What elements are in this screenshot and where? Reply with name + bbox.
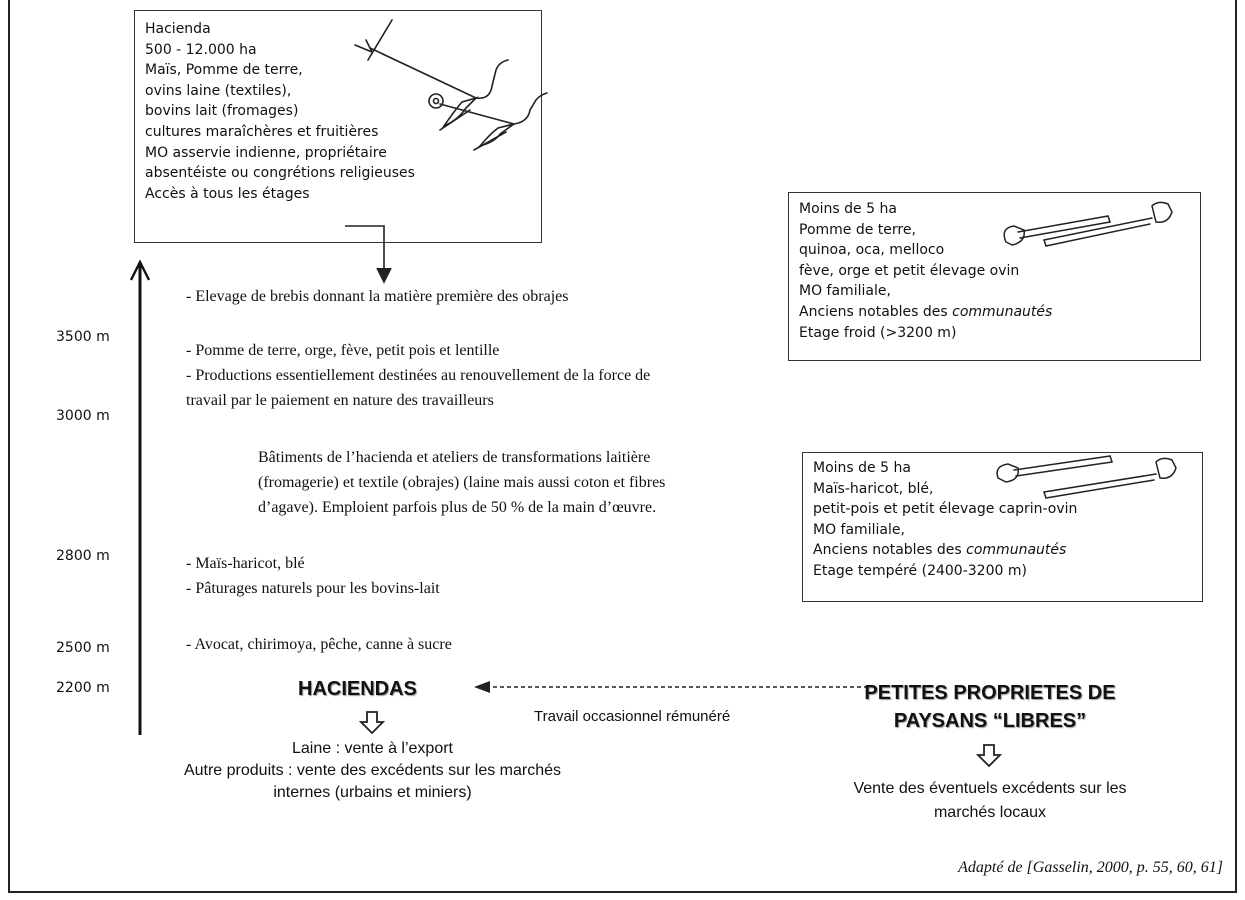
hacienda-line: Accès à tous les étages [145,185,310,202]
plough-icon [428,92,548,151]
labor-label: Travail occasionnel rémunéré [534,708,731,725]
cold-box-communautes: communautés [952,303,1053,320]
hoe-icon [1043,457,1177,499]
haciendas-down-arrow [358,711,386,735]
haciendas-title: HACIENDAS [298,678,417,700]
hoe-icon [996,455,1113,483]
temp-box-line: Moins de 5 ha [813,460,911,476]
hacienda-line: bovins lait (fromages) [145,103,299,120]
zone-text: d’agave). Emploient parfois plus de 50 %… [258,499,657,516]
cold-box-line: Anciens notables des communautés [799,302,1200,323]
plough-icon [354,19,509,131]
altitude-label: 2500 m [56,640,110,656]
paysans-down-arrow [975,744,1003,768]
haciendas-output: Laine : vente à l’export [292,740,453,757]
hoe-icon [1003,215,1111,246]
temp-box-line: MO familiale, [813,521,905,538]
zone-text: - Productions essentiellement destinées … [186,367,651,384]
cold-floor-box: Moins de 5 ha Pomme de terre, quinoa, oc… [788,192,1201,361]
cold-box-line: Moins de 5 ha [799,201,897,217]
temp-box-line: Maïs-haricot, blé, [813,480,934,497]
hacienda-line: absentéiste ou congrétions religieuses [145,165,415,182]
altitude-label: 2800 m [56,548,110,564]
cold-box-line: Pomme de terre, [799,221,916,238]
hacienda-line: Hacienda [145,21,211,37]
cold-box-line: quinoa, oca, melloco [799,242,945,259]
zone-text: - Pâturages naturels pour les bovins-lai… [186,580,440,597]
hoe-icon [1043,201,1173,247]
zone-text: Bâtiments de l’hacienda et ateliers de t… [258,449,651,466]
haciendas-output: Autre produits : vente des excédents sur… [183,762,562,779]
cold-box-line: fève, orge et petit élevage ovin [799,262,1020,279]
hacienda-line: ovins laine (textiles), [145,82,292,99]
zone-text: - Elevage de brebis donnant la matière p… [186,288,569,305]
zone-text: - Maïs-haricot, blé [186,555,305,572]
temp-box-line: Etage tempéré (2400-3200 m) [813,562,1027,579]
altitude-label: 3000 m [56,408,110,424]
cold-box-line: MO familiale, [799,283,891,300]
zone-text: - Avocat, chirimoya, pêche, canne à sucr… [186,636,452,653]
source-citation: Adapté de [Gasselin, 2000, p. 55, 60, 61… [958,859,1223,876]
zone-text: (fromagerie) et textile (obrajes) (laine… [258,474,666,491]
hacienda-box: Hacienda 500 - 12.000 ha Maïs, Pomme de … [134,10,542,243]
figure-frame [8,0,1237,893]
cold-box-line: Etage froid (>3200 m) [799,324,957,341]
paysans-title: PAYSANS “LIBRES” [893,710,1087,732]
hacienda-line: Maïs, Pomme de terre, [145,62,303,79]
cold-box-notables: Anciens notables des [799,303,953,320]
temp-box-line: petit-pois et petit élevage caprin-ovin [813,501,1078,518]
paysans-output: Vente des éventuels excédents sur les [853,780,1127,797]
hacienda-line: MO asservie indienne, propriétaire [145,144,387,161]
haciendas-output: internes (urbains et miniers) [273,784,472,801]
altitude-label: 2200 m [56,680,110,696]
labor-arrow [474,681,878,693]
zone-text: travail par le paiement en nature des tr… [186,392,494,409]
paysans-output: marchés locaux [933,804,1047,821]
access-connector [345,225,392,284]
zone-text: - Pomme de terre, orge, fève, petit pois… [186,342,500,359]
altitude-axis-arrow [129,259,151,735]
hacienda-line: cultures maraîchères et fruitières [145,123,379,140]
temp-box-notables: Anciens notables des [813,542,967,559]
altitude-label: 3500 m [56,329,110,345]
temp-box-line: Anciens notables des communautés [813,540,1202,561]
temp-box-communautes: communautés [966,542,1067,559]
hacienda-line: 500 - 12.000 ha [145,41,257,58]
paysans-title: PETITES PROPRIETES DE [864,682,1116,704]
